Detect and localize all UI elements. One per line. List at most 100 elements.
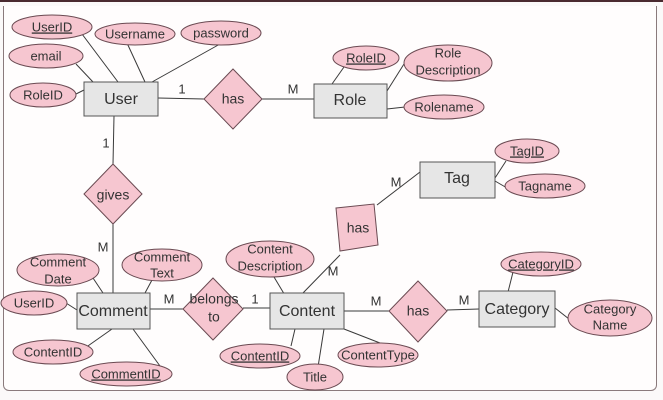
attribute-content-description[interactable]: Content Description [225, 240, 315, 278]
relationship-label: has [407, 303, 430, 319]
attribute-user-username[interactable]: Username [94, 22, 176, 46]
cardinality-user-has: 1 [178, 81, 185, 96]
connector-comment-contentid [84, 328, 113, 349]
connector-user-roleid [75, 89, 85, 95]
top-border [0, 0, 663, 2]
attribute-content-type[interactable]: ContentType [337, 342, 419, 368]
entity-label: Comment [78, 303, 148, 320]
attribute-label-line1: Comment [30, 254, 87, 269]
entity-label: Category [485, 301, 550, 318]
connector-category-id [507, 271, 514, 293]
attribute-comment-contentid[interactable]: ContentID [12, 339, 94, 365]
attribute-label-line1: Category [584, 301, 637, 316]
connector-has-category [446, 308, 480, 311]
entity-content[interactable]: Content [269, 292, 345, 330]
connector-user-userid [81, 33, 119, 83]
entity-label: User [104, 91, 138, 108]
attribute-content-title[interactable]: Title [286, 363, 344, 391]
attribute-role-roleid[interactable]: RoleID [332, 45, 400, 71]
attribute-label: Tagname [518, 178, 571, 193]
entity-tag[interactable]: Tag [419, 161, 496, 199]
relationship-gives[interactable]: gives [83, 163, 143, 225]
attribute-comment-text[interactable]: Comment Text [121, 248, 203, 282]
attribute-label-line2: Name [593, 317, 628, 332]
relationship-label-line1: belongs [189, 291, 238, 307]
relationship-label: has [222, 91, 245, 107]
cardinality-content-has-category: M [371, 293, 382, 308]
cardinality-has-role: M [288, 81, 299, 96]
attribute-label-line1: Content [247, 241, 293, 256]
cardinality-user-gives: 1 [102, 135, 109, 150]
relationship-label: has [347, 220, 370, 236]
attribute-label-line2: Text [150, 265, 174, 280]
entity-role[interactable]: Role [313, 83, 388, 119]
cardinality-content-has-tag: M [328, 263, 339, 278]
connector-comment-commentid [132, 328, 161, 367]
entity-comment[interactable]: Comment [76, 292, 151, 330]
attribute-category-name[interactable]: Category Name [567, 299, 653, 337]
attribute-label: CommentID [91, 366, 160, 381]
attribute-label: UserID [14, 295, 54, 310]
connector-tag-tagid [494, 160, 507, 179]
attribute-label: RoleID [23, 87, 63, 102]
attribute-label: ContentID [231, 348, 290, 363]
attribute-label: UserID [32, 19, 72, 34]
connector-content-type [343, 328, 381, 344]
relationship-user-role-has[interactable]: has [203, 68, 263, 130]
attribute-label: Username [105, 26, 165, 41]
relationship-label-line2: to [208, 309, 220, 325]
connector-role-roleid [331, 66, 345, 85]
connector-user-username [126, 42, 146, 83]
connectors [65, 33, 570, 368]
attribute-content-contentid[interactable]: ContentID [219, 343, 301, 369]
relationship-content-category-has[interactable]: has [388, 280, 448, 343]
attribute-user-email[interactable]: email [8, 43, 84, 69]
attribute-label-line1: Comment [134, 249, 191, 264]
attribute-label: Title [303, 369, 327, 384]
attribute-role-description[interactable]: Role Description [403, 44, 493, 82]
entity-label: Role [334, 92, 367, 109]
relationship-belongs-to[interactable]: belongs to [182, 277, 244, 341]
connector-content-title [317, 328, 325, 368]
attribute-user-userid[interactable]: UserID [11, 14, 93, 40]
connector-comment-date [92, 277, 104, 294]
attribute-user-password[interactable]: password [180, 20, 262, 46]
connector-user-email [75, 63, 94, 83]
connector-user-has [157, 97, 205, 100]
attribute-label-line2: Description [415, 62, 480, 77]
attribute-category-id[interactable]: CategoryID [500, 251, 582, 277]
connector-category-name [554, 307, 570, 320]
connector-content-contentid [290, 328, 296, 347]
attribute-label: TagID [510, 143, 544, 158]
attribute-label: RoleID [346, 50, 386, 65]
connector-user-gives [112, 115, 115, 165]
cardinality-belongs-content: 1 [251, 291, 258, 306]
attribute-tag-tagname[interactable]: Tagname [504, 173, 586, 199]
relationship-label: gives [97, 187, 130, 203]
entity-category[interactable]: Category [478, 290, 556, 328]
connector-comment-userid [65, 302, 78, 311]
attribute-label: CategoryID [508, 256, 574, 271]
connector-role-rolename [386, 106, 406, 110]
attribute-user-roleid[interactable]: RoleID [9, 82, 77, 108]
attribute-comment-commentid[interactable]: CommentID [79, 361, 173, 387]
attribute-label: email [30, 48, 61, 63]
entity-label: Content [279, 303, 336, 320]
attribute-label-line1: Role [435, 45, 462, 60]
attribute-tag-tagid[interactable]: TagID [494, 138, 560, 164]
entity-user[interactable]: User [83, 81, 159, 117]
relationship-content-tag-has[interactable]: has [335, 203, 379, 252]
entity-label: Tag [444, 170, 470, 187]
attribute-role-rolename[interactable]: Rolename [403, 94, 485, 120]
connector-has-tag [376, 171, 421, 206]
attribute-label: ContentType [341, 347, 415, 362]
attribute-label: Rolename [414, 99, 473, 114]
attribute-comment-date[interactable]: Comment Date [16, 253, 100, 287]
cardinality-gives-comment: M [98, 239, 109, 254]
attribute-comment-userid[interactable]: UserID [0, 290, 68, 316]
attribute-label: password [193, 25, 249, 40]
cardinality-has-category: M [459, 292, 470, 307]
attribute-label-line2: Description [237, 258, 302, 273]
cardinality-has-tag: M [391, 174, 402, 189]
